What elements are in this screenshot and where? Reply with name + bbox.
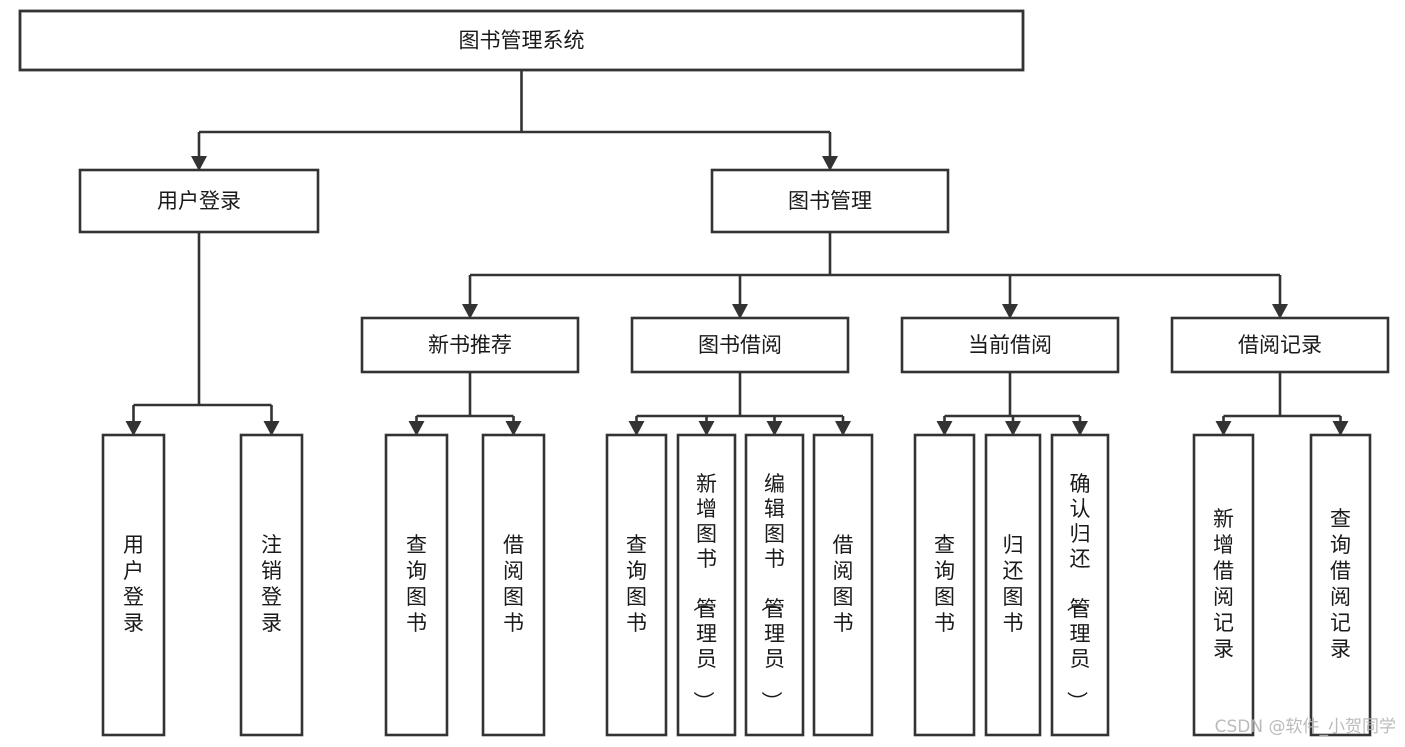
connector-arrow-icon: [1332, 421, 1349, 436]
node-leaf4[interactable]: 借阅图书: [481, 433, 546, 737]
connector-arrow-icon: [191, 156, 207, 171]
node-root[interactable]: 图书管理系统: [18, 9, 1025, 72]
csdn-watermark: CSDN @软件_小贺同学: [1215, 717, 1396, 737]
node-leaf9[interactable]: 查询图书: [913, 433, 976, 737]
node-label: 借阅记录: [1238, 333, 1322, 357]
node-box: [239, 433, 304, 737]
connector-arrow-icon: [628, 421, 645, 436]
connector-arrow-icon: [732, 304, 748, 319]
node-login[interactable]: 用户登录: [78, 168, 320, 234]
node-label: 图书管理系统: [459, 29, 585, 53]
node-box: [676, 433, 737, 737]
node-label: 查询图书: [626, 533, 647, 635]
node-label: 借阅图书: [833, 533, 854, 635]
connector-arrow-icon: [408, 421, 425, 436]
node-label: 图书借阅: [698, 333, 782, 357]
node-box: [360, 316, 580, 374]
connector-arrow-icon: [936, 421, 953, 436]
node-box: [78, 168, 320, 234]
node-label: 当前借阅: [968, 333, 1052, 357]
node-label: 图书管理: [788, 189, 872, 213]
connector-arrow-icon: [698, 421, 715, 436]
node-label: 查询图书: [934, 533, 955, 635]
connector-arrow-icon: [505, 421, 522, 436]
node-box: [1309, 433, 1372, 737]
node-leaf6[interactable]: 新增图书（管理员）: [676, 433, 737, 737]
connector-arrow-icon: [1005, 421, 1021, 436]
node-label: 注销登录: [261, 533, 282, 635]
node-box: [900, 316, 1120, 374]
node-label: 用户登录: [123, 533, 144, 635]
connector-arrow-icon: [1002, 304, 1018, 319]
node-label: 用户登录: [157, 189, 241, 213]
node-leaf1[interactable]: 用户登录: [101, 433, 166, 737]
node-leaf11[interactable]: 确认归还（管理员）: [1050, 433, 1110, 737]
node-label: 新增借阅记录: [1213, 507, 1234, 661]
connector-arrow-icon: [125, 421, 142, 436]
node-label: 确认归还（管理员）: [1065, 472, 1091, 712]
node-leaf8[interactable]: 借阅图书: [812, 433, 874, 737]
node-box: [744, 433, 805, 737]
node-box: [384, 433, 449, 737]
node-box: [1170, 316, 1390, 374]
node-box: [605, 433, 668, 737]
node-label: 编辑图书（管理员）: [759, 472, 785, 712]
node-label: 新增图书（管理员）: [691, 472, 717, 712]
node-box: [630, 316, 850, 374]
connector-arrow-icon: [1215, 421, 1232, 436]
node-box: [913, 433, 976, 737]
node-box: [101, 433, 166, 737]
node-record[interactable]: 借阅记录: [1170, 316, 1390, 374]
connector-arrow-icon: [835, 421, 851, 436]
connector-arrow-icon: [1272, 304, 1288, 319]
node-leaf7[interactable]: 编辑图书（管理员）: [744, 433, 805, 737]
node-label: 归还图书: [1003, 533, 1024, 635]
connector-arrow-icon: [766, 421, 783, 436]
connector-arrow-icon: [822, 156, 838, 171]
connector-arrow-icon: [462, 304, 478, 319]
node-layer: 图书管理系统用户登录图书管理新书推荐图书借阅当前借阅借阅记录用户登录注销登录查询…: [18, 9, 1390, 737]
node-leaf5[interactable]: 查询图书: [605, 433, 668, 737]
node-leaf2[interactable]: 注销登录: [239, 433, 304, 737]
connector-arrow-icon: [263, 421, 280, 436]
connector-arrow-icon: [1072, 421, 1088, 436]
node-leaf3[interactable]: 查询图书: [384, 433, 449, 737]
node-leaf10[interactable]: 归还图书: [984, 433, 1042, 737]
node-box: [812, 433, 874, 737]
node-box: [481, 433, 546, 737]
node-borrow[interactable]: 图书借阅: [630, 316, 850, 374]
connector-layer: [125, 70, 1349, 436]
node-bookmgmt[interactable]: 图书管理: [710, 168, 950, 234]
node-box: [710, 168, 950, 234]
node-box: [1050, 433, 1110, 737]
node-box: [18, 9, 1025, 72]
node-label: 借阅图书: [503, 533, 524, 635]
node-leaf13[interactable]: 查询借阅记录: [1309, 433, 1372, 737]
node-label: 查询借阅记录: [1330, 507, 1351, 661]
node-newbook[interactable]: 新书推荐: [360, 316, 580, 374]
node-leaf12[interactable]: 新增借阅记录: [1192, 433, 1255, 737]
node-label: 新书推荐: [428, 333, 512, 357]
node-box: [984, 433, 1042, 737]
node-label: 查询图书: [406, 533, 427, 635]
node-current[interactable]: 当前借阅: [900, 316, 1120, 374]
node-box: [1192, 433, 1255, 737]
